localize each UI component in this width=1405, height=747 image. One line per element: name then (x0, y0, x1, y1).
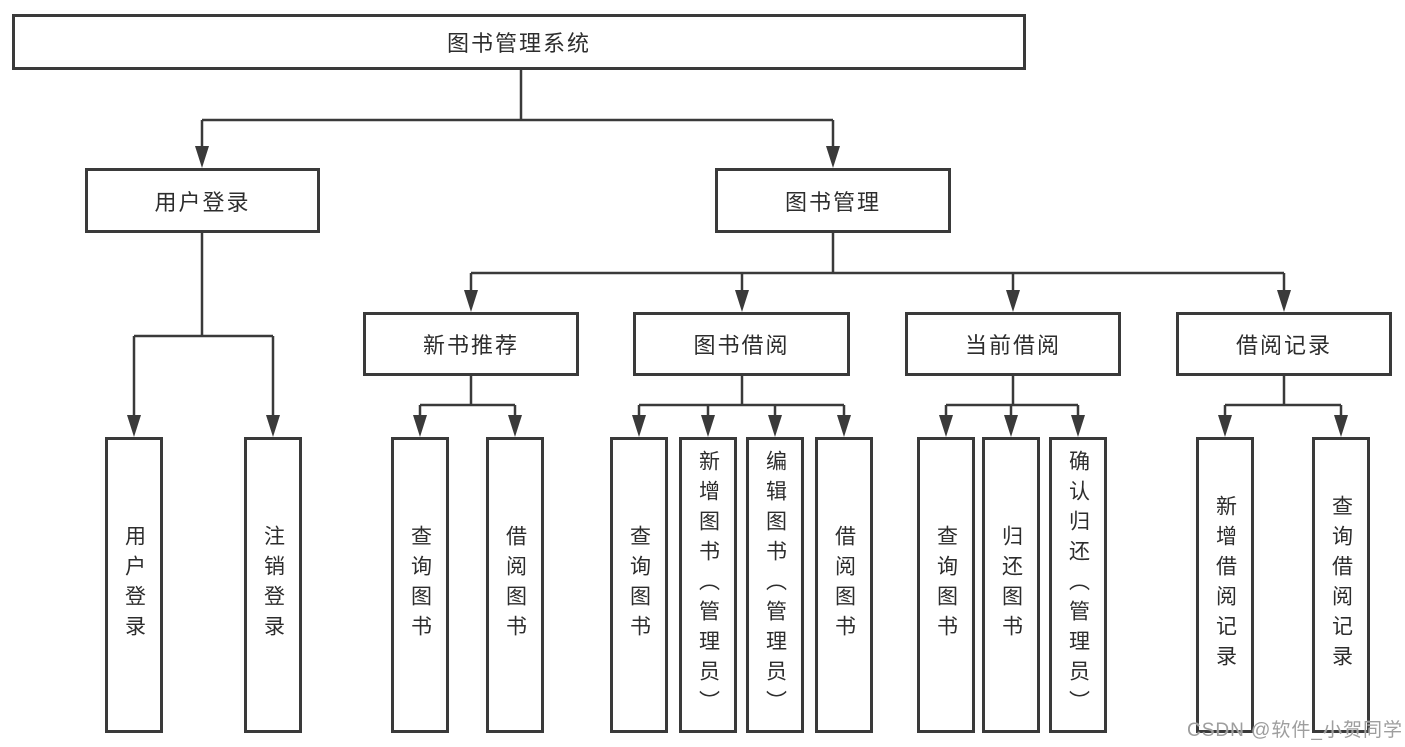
leaf-borrow-books: 借阅图书 (486, 437, 544, 733)
node-label: 查询借阅记录 (1329, 495, 1353, 675)
node-label: 注销登录 (261, 525, 285, 645)
leaf-query-books: 查询图书 (391, 437, 449, 733)
node-borrow-records: 借阅记录 (1176, 312, 1392, 376)
leaf-confirm-return-admin: 确认归还（管理员） (1049, 437, 1107, 733)
node-new-book-recommend: 新书推荐 (363, 312, 579, 376)
node-book-management-branch: 图书管理 (715, 168, 951, 233)
leaf-add-books-admin: 新增图书（管理员） (679, 437, 737, 733)
leaf-logout: 注销登录 (244, 437, 302, 733)
node-label: 编辑图书（管理员） (763, 450, 787, 720)
node-label: 用户登录 (154, 189, 251, 215)
leaf-return-books: 归还图书 (982, 437, 1040, 733)
node-label: 图书管理 (784, 189, 881, 215)
node-label: 新增图书（管理员） (696, 450, 720, 720)
node-label: 查询图书 (408, 525, 432, 645)
node-book-borrow: 图书借阅 (633, 312, 850, 376)
node-label: 新增借阅记录 (1213, 495, 1237, 675)
leaf-user-login: 用户登录 (105, 437, 163, 733)
node-label: 借阅记录 (1235, 333, 1332, 358)
leaf-query-borrow-record: 查询借阅记录 (1312, 437, 1370, 733)
node-label: 查询图书 (934, 525, 958, 645)
leaf-borrow-books: 借阅图书 (815, 437, 873, 733)
leaf-edit-books-admin: 编辑图书（管理员） (746, 437, 804, 733)
node-label: 借阅图书 (503, 525, 527, 645)
node-user-login-branch: 用户登录 (85, 168, 320, 233)
node-label: 图书管理系统 (446, 31, 591, 56)
node-label: 当前借阅 (964, 333, 1061, 358)
node-current-borrow: 当前借阅 (905, 312, 1121, 376)
node-label: 借阅图书 (832, 525, 856, 645)
leaf-add-borrow-record: 新增借阅记录 (1196, 437, 1254, 733)
node-label: 用户登录 (122, 525, 146, 645)
node-label: 查询图书 (627, 525, 651, 645)
leaf-query-books: 查询图书 (610, 437, 668, 733)
node-root: 图书管理系统 (12, 14, 1026, 70)
node-label: 归还图书 (999, 525, 1023, 645)
leaf-query-books: 查询图书 (917, 437, 975, 733)
node-label: 确认归还（管理员） (1066, 450, 1090, 720)
arrowhead-icons (127, 146, 1348, 437)
node-label: 新书推荐 (422, 333, 519, 358)
node-label: 图书借阅 (693, 333, 790, 358)
csdn-watermark: CSDN @软件_小贺同学 (1187, 720, 1403, 741)
